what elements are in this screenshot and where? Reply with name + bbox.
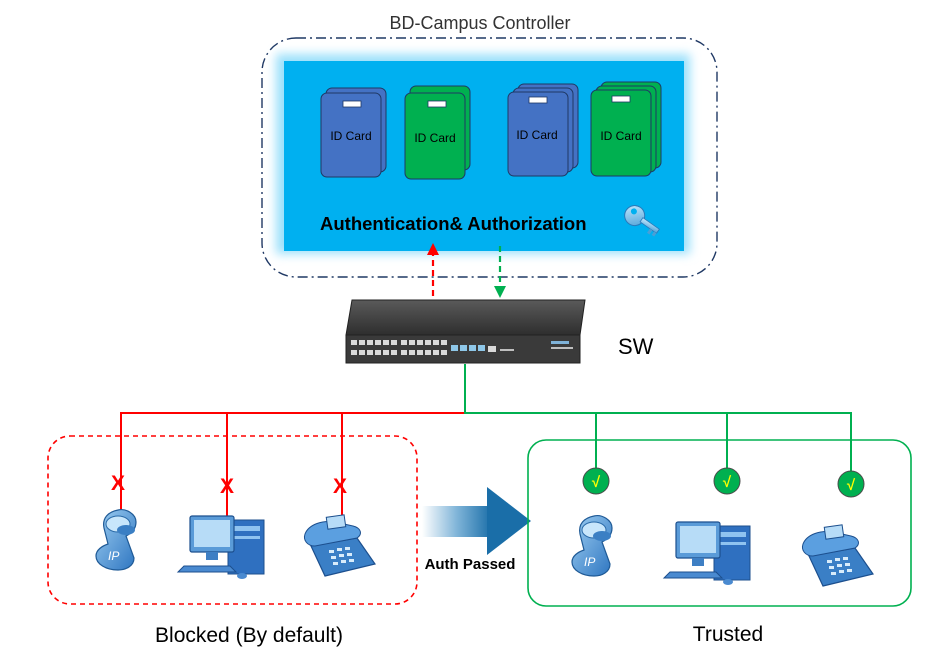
auth-response-arrow: [494, 246, 506, 298]
desktop-computer-icon: [663, 521, 751, 586]
blocked-mark-1: X: [111, 472, 125, 495]
id-card-1: ID Card: [320, 87, 387, 178]
desk-phone-icon: [303, 514, 376, 577]
ip-phone-icon: [95, 509, 137, 571]
switch-label: SW: [618, 334, 654, 359]
trusted-mark-2: √: [713, 467, 741, 495]
svg-text:√: √: [592, 474, 601, 491]
trusted-mark-1: √: [582, 467, 610, 495]
desk-phone-icon: [801, 524, 874, 587]
id-card-1-label: ID Card: [330, 129, 371, 143]
network-switch: [345, 299, 586, 364]
id-card-3-label: ID Card: [516, 128, 557, 142]
controller-boundary: [261, 37, 718, 278]
auth-passed-label: Auth Passed: [425, 556, 516, 573]
auth-panel-text: Authentication& Authorization: [320, 213, 587, 234]
trusted-label: Trusted: [693, 623, 763, 646]
trusted-group-box: [527, 439, 912, 607]
auth-passed-arrow: [422, 487, 531, 555]
svg-text:√: √: [723, 474, 732, 491]
id-card-2-label: ID Card: [414, 131, 455, 145]
blocked-mark-2: X: [220, 475, 234, 498]
controller-title: BD-Campus Controller: [389, 13, 570, 33]
blocked-label: Blocked (By default): [155, 624, 343, 647]
key-icon: [624, 205, 660, 237]
id-card-2: ID Card: [404, 85, 471, 180]
id-card-4-label: ID Card: [600, 129, 641, 143]
ip-phone-icon: [571, 515, 613, 577]
id-card-3: ID Card: [507, 83, 579, 177]
blocked-mark-3: X: [333, 475, 347, 498]
trusted-mark-3: √: [837, 470, 865, 498]
desktop-computer-icon: [177, 515, 265, 580]
id-card-4: ID Card: [590, 81, 662, 177]
svg-text:√: √: [847, 477, 856, 494]
blocked-group-box: [47, 435, 418, 605]
trusted-links: [464, 364, 852, 478]
auth-request-arrow: [427, 243, 439, 296]
